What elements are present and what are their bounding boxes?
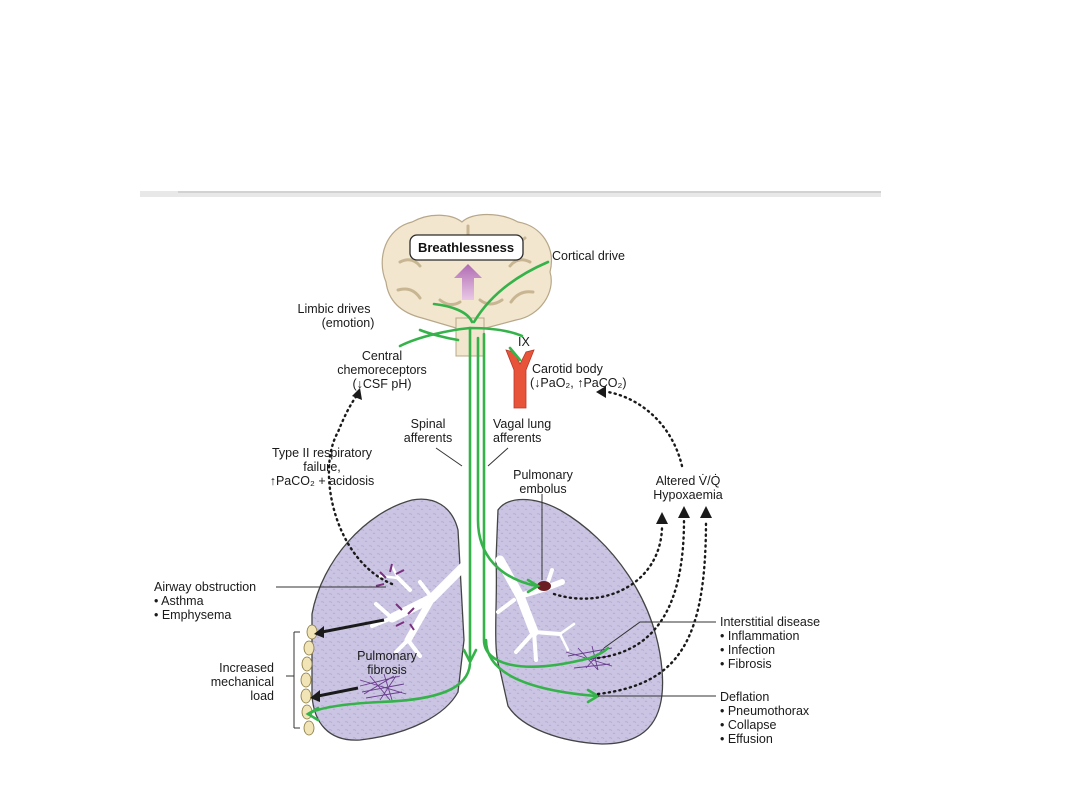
carotid-label-2: (↓PaO₂, ↑PaCO₂) <box>530 376 627 390</box>
interstitial-item-inflammation: • Inflammation <box>720 629 799 643</box>
fibrosis-label-1: Pulmonary <box>357 649 417 663</box>
left-lung-lesions <box>375 563 415 631</box>
type2-label-1: Type II respiratory <box>272 446 373 460</box>
hypoxaemia-label: Hypoxaemia <box>653 488 723 502</box>
breathlessness-box <box>409 234 524 261</box>
limbic-label-2: (emotion) <box>322 316 375 330</box>
left-bronchi <box>370 555 475 658</box>
vagal-label-2: afferents <box>493 431 541 445</box>
central-chemo-label-2: chemoreceptors <box>337 363 427 377</box>
mechanical-label-1: Increased <box>219 661 274 675</box>
interstitial-title: Interstitial disease <box>720 615 820 629</box>
deflation-item-effusion: • Effusion <box>720 732 773 746</box>
slide-header-bar-line <box>178 191 881 193</box>
embolus-label-2: embolus <box>519 482 566 496</box>
type2-label-2: failure, <box>303 460 341 474</box>
spinal-label-1: Spinal <box>411 417 446 431</box>
mechanical-label-3: load <box>250 689 274 703</box>
airway-obstruction-title: Airway obstruction <box>154 580 256 594</box>
nerve-ix-label: IX <box>518 335 530 349</box>
feedback-dotted-arrows <box>327 386 712 696</box>
cortical-drive-label: Cortical drive <box>552 249 625 263</box>
mechanical-load-arrows <box>310 618 385 702</box>
up-arrow-icon <box>454 264 482 300</box>
carotid-label-1: Carotid body <box>532 362 604 376</box>
deflation-item-pneumothorax: • Pneumothorax <box>720 704 810 718</box>
fibrosis-mesh-left <box>359 673 407 701</box>
labels: Cortical drive Limbic drives (emotion) I… <box>154 249 820 746</box>
slide-header-bar <box>140 191 881 197</box>
fibrosis-label-2: fibrosis <box>367 663 407 677</box>
deflation-item-collapse: • Collapse <box>720 718 777 732</box>
limbic-label-1: Limbic drives <box>298 302 371 316</box>
central-chemo-label-1: Central <box>362 349 402 363</box>
type2-label-3: ↑PaCO₂ + acidosis <box>270 474 375 488</box>
interstitial-item-infection: • Infection <box>720 643 775 657</box>
nerve-pathways <box>305 260 610 722</box>
breathlessness-label: Breathlessness <box>418 240 514 255</box>
right-lung <box>495 498 664 745</box>
vagal-label-1: Vagal lung <box>493 417 551 431</box>
pulmonary-embolus-icon <box>537 581 551 591</box>
deflation-title: Deflation <box>720 690 769 704</box>
leader-lines <box>276 447 716 729</box>
spinal-label-2: afferents <box>404 431 452 445</box>
mechanical-label-2: mechanical <box>211 675 274 689</box>
embolus-label-1: Pulmonary <box>513 468 573 482</box>
altered-vq-label: Altered V̇/Q̇ <box>656 474 721 488</box>
airway-item-asthma: • Asthma <box>154 594 204 608</box>
airway-item-emphysema: • Emphysema <box>154 608 231 622</box>
central-chemo-label-3: (↓CSF pH) <box>352 377 411 391</box>
chest-wall <box>300 624 318 736</box>
interstitial-item-fibrosis: • Fibrosis <box>720 657 772 671</box>
